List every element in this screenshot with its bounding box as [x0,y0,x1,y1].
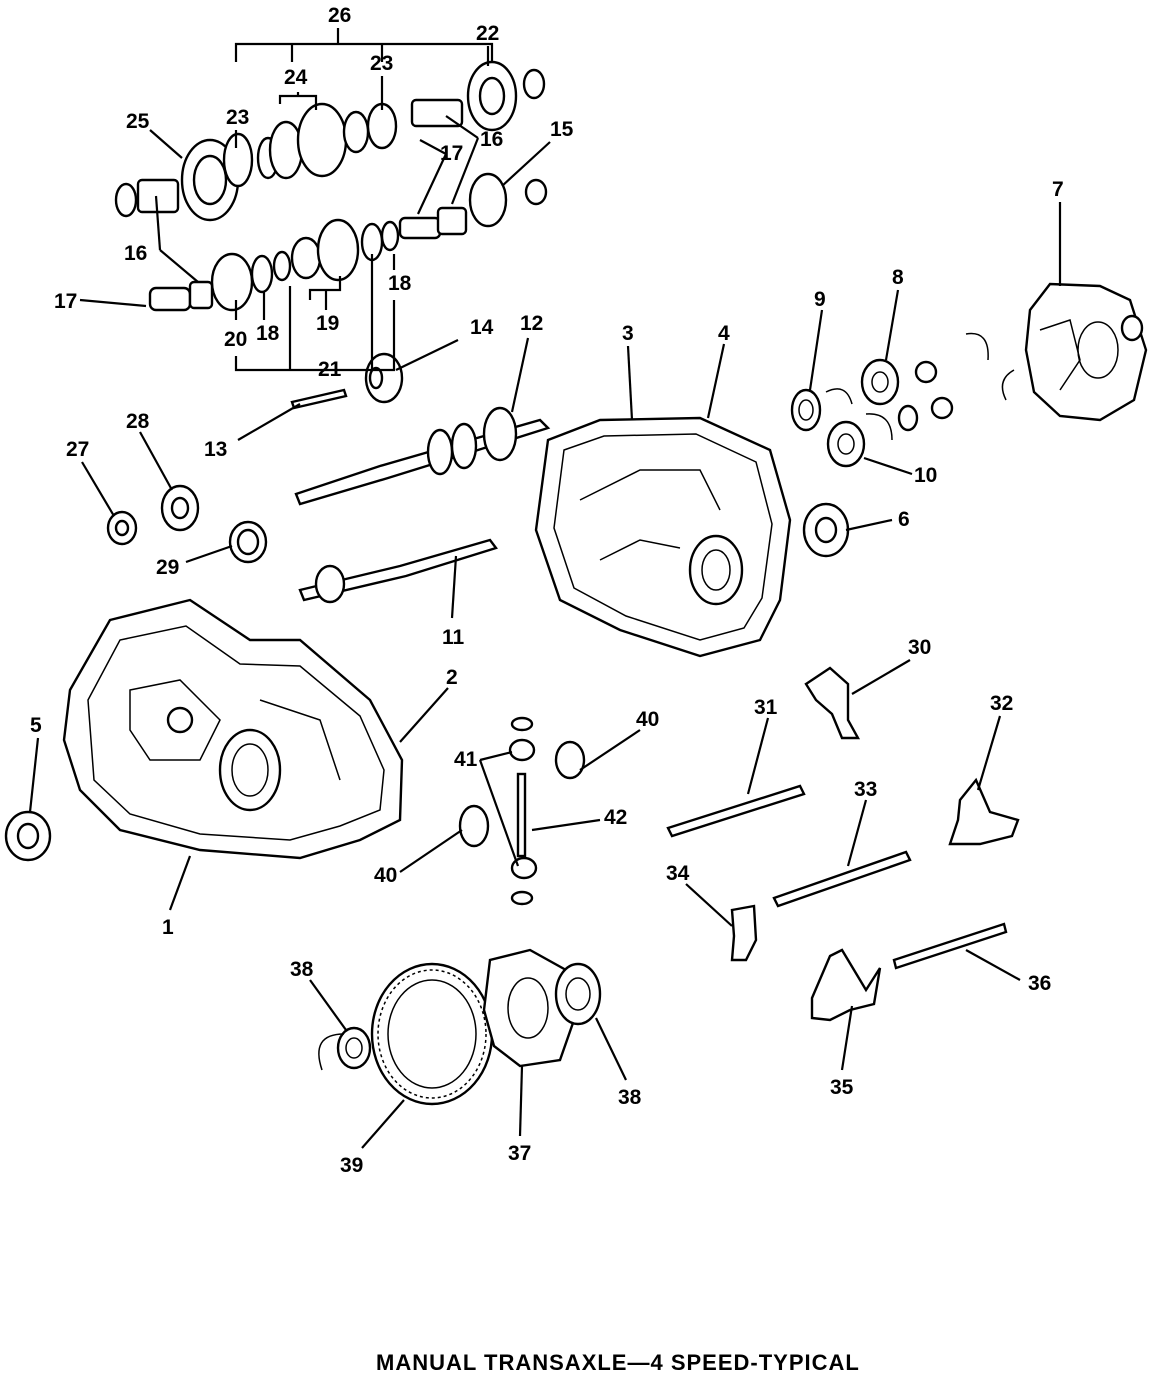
callout-14: 14 [470,316,494,339]
callout-8: 8 [892,266,904,289]
upper-gear-train [114,60,546,222]
callout-38a: 38 [290,958,314,981]
callout-17a: 17 [440,142,463,165]
bearing-8 [860,358,900,406]
differential-parts [458,716,586,906]
callout-4: 4 [718,322,730,345]
callout-18a: 18 [388,272,412,295]
seal-5 [4,810,52,862]
callout-24: 24 [284,66,308,89]
callout-1: 1 [162,916,174,939]
shift-rail-33 [772,850,912,908]
diagram-caption: MANUAL TRANSAXLE—4 SPEED-TYPICAL [376,1350,860,1375]
transaxle-case-1 [62,598,404,860]
shift-rail-31 [666,784,806,838]
callout-labels: 26 22 24 23 23 25 15 16 17 16 17 18 19 2… [30,4,1064,1177]
callout-40b: 40 [374,864,397,887]
callout-9: 9 [814,288,826,311]
callout-15: 15 [550,118,574,141]
callout-11: 11 [442,626,465,649]
lower-gear-train [148,172,548,312]
callout-7: 7 [1052,178,1064,201]
clutch-housing-3 [534,416,792,658]
bearing-9 [790,388,853,432]
callout-13: 13 [204,438,227,461]
callout-21: 21 [318,358,342,381]
bearing-29 [228,520,268,564]
callout-16a: 16 [480,128,503,151]
shift-lever-30 [804,666,861,740]
callout-19: 19 [316,312,339,335]
shift-lever-34 [730,904,758,962]
callout-16b: 16 [124,242,147,265]
callout-5: 5 [30,714,42,737]
leader-lines [28,28,1062,1149]
bearing-28 [160,484,200,532]
callout-29: 29 [156,556,179,579]
callout-26: 26 [328,4,351,27]
callout-2: 2 [446,666,458,689]
callout-18b: 18 [256,322,280,345]
callout-23a: 23 [370,52,393,75]
callout-10: 10 [914,464,937,487]
callout-38b: 38 [618,1086,642,1109]
callout-30: 30 [908,636,931,659]
callout-34: 34 [666,862,690,885]
callout-25: 25 [126,110,150,133]
callout-3: 3 [622,322,634,345]
shift-fork-32 [948,777,1020,846]
callout-36: 36 [1028,972,1051,995]
callout-12: 12 [520,312,543,335]
callout-35: 35 [830,1076,854,1099]
callout-28: 28 [126,410,150,433]
small-parts-right [897,332,1015,432]
bearing-38-left [318,1026,372,1071]
callout-17b: 17 [54,290,77,313]
input-shaft-12 [294,406,551,506]
callout-31: 31 [754,696,778,719]
callout-33: 33 [854,778,877,801]
callout-27: 27 [66,438,89,461]
bearing-6 [802,502,850,558]
callout-23b: 23 [226,106,249,129]
output-shaft-11 [298,538,498,604]
callout-37: 37 [508,1142,531,1165]
pin-13 [290,388,348,410]
ring-gear-39 [370,962,494,1106]
bearing-27 [106,510,138,546]
callout-20: 20 [224,328,247,351]
callout-6: 6 [898,508,910,531]
callout-22: 22 [476,22,499,45]
extension-housing-7 [1024,282,1148,422]
shift-fork-35 [810,948,882,1022]
callout-39: 39 [340,1154,363,1177]
callout-41: 41 [454,748,478,771]
shift-rail-36 [892,922,1008,970]
bearing-10 [826,413,893,468]
callout-40a: 40 [636,708,659,731]
bearing-38-right [554,962,602,1026]
callout-32: 32 [990,692,1013,715]
callout-42: 42 [604,806,627,829]
